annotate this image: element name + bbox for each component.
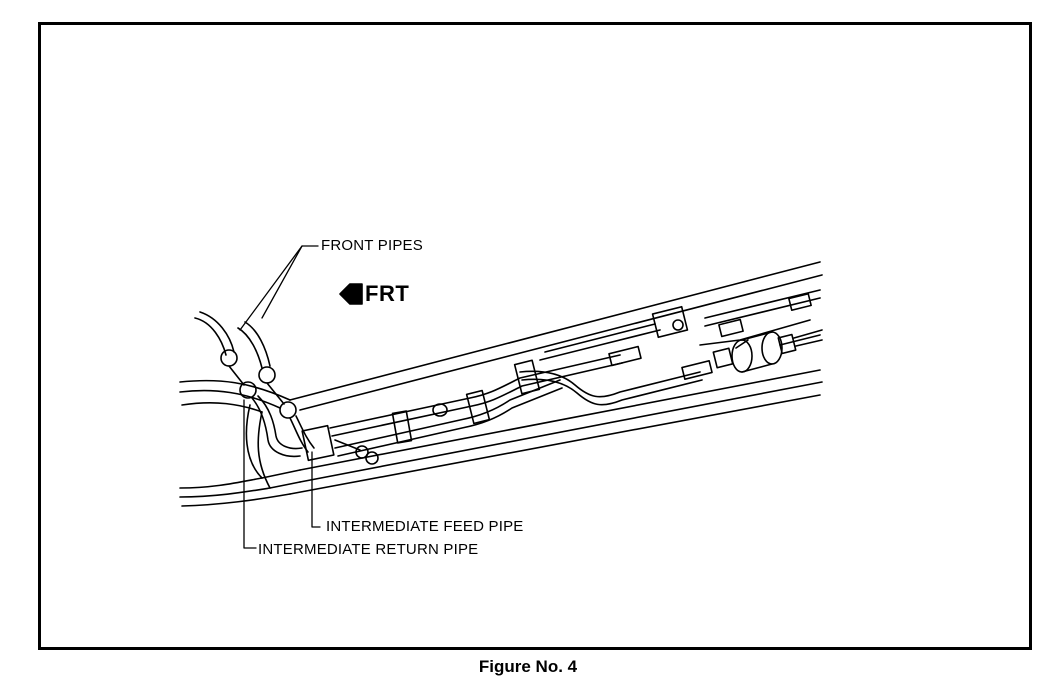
- right-fittings: [718, 292, 812, 338]
- fuel-filter-drawing: [712, 329, 823, 373]
- front-pipes-drawing: [194, 311, 297, 419]
- frt-label: FRT: [365, 281, 410, 306]
- long-pipes: [329, 289, 821, 457]
- intermediate-return-pipe-label: INTERMEDIATE RETURN PIPE: [258, 541, 479, 558]
- figure-caption: Figure No. 4: [478, 657, 578, 676]
- leader-lines: [239, 245, 321, 549]
- intermediate-feed-pipe-label: INTERMEDIATE FEED PIPE: [326, 518, 524, 535]
- left-arrow-icon: [339, 283, 363, 305]
- clips: [391, 305, 749, 444]
- frame-rail: [179, 261, 823, 507]
- front-pipes-label: FRONT PIPES: [321, 237, 423, 254]
